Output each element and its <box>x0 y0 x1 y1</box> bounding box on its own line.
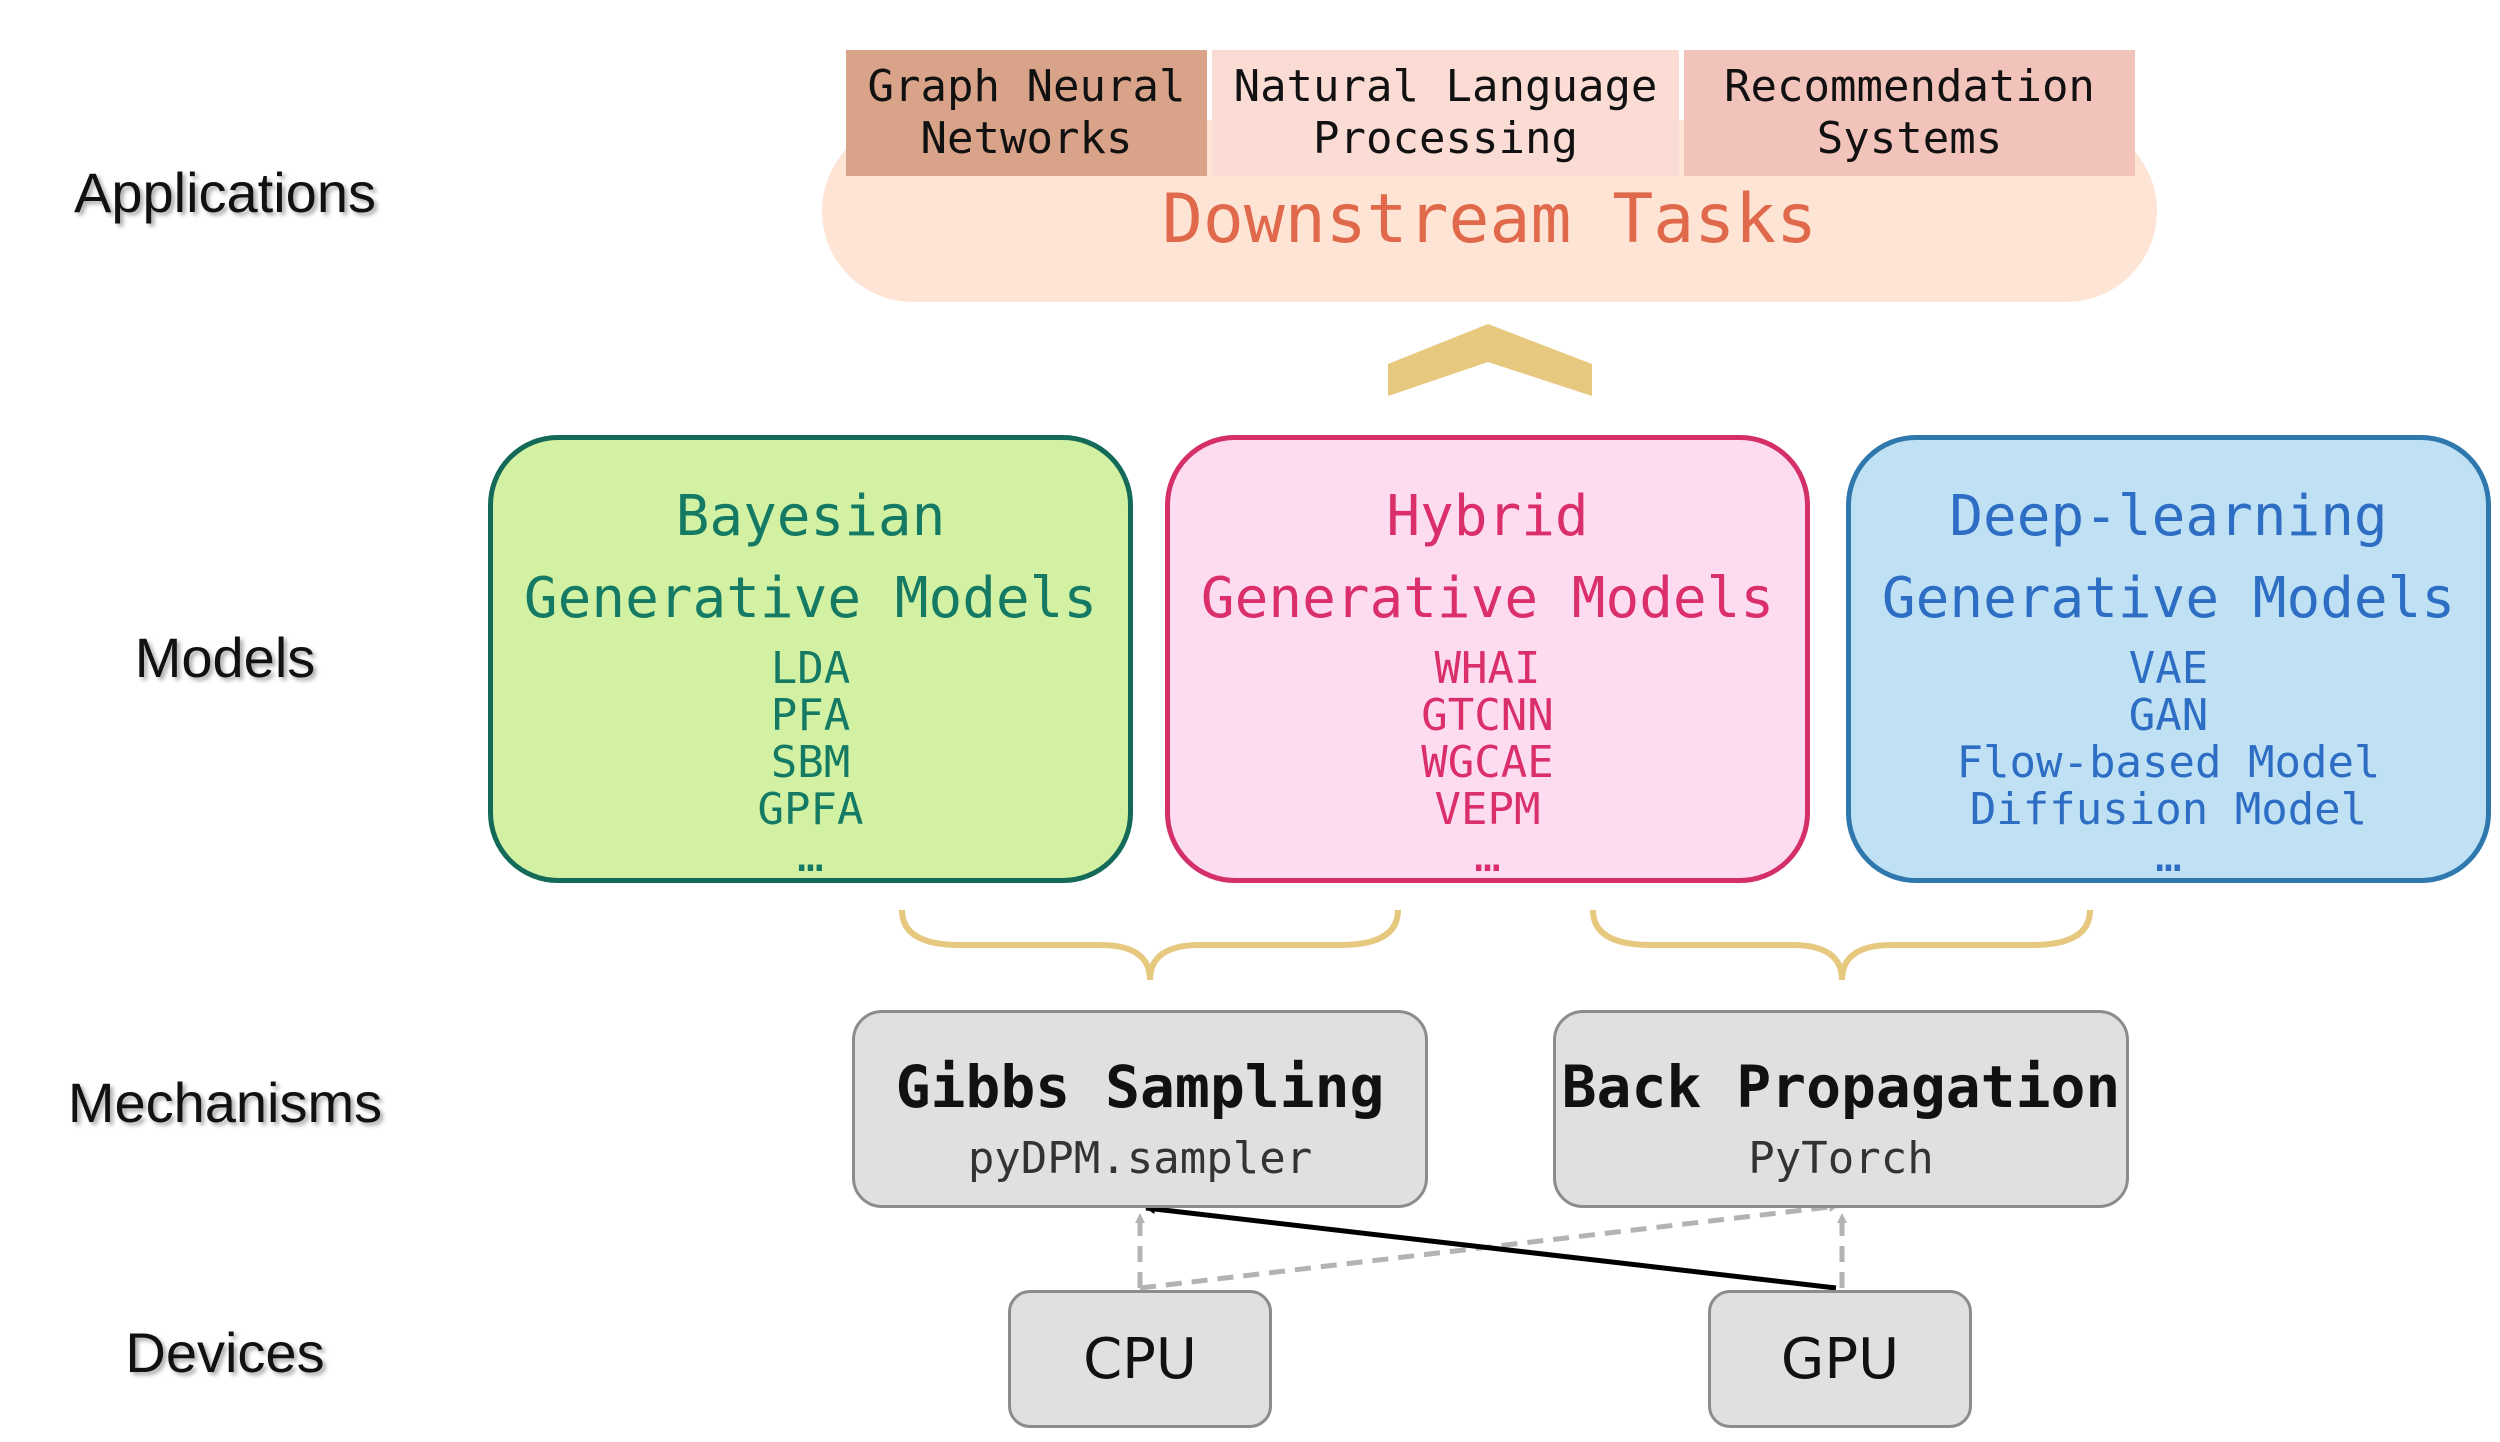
gpu-to-gibbs-solid-arrow <box>1145 1204 1837 1291</box>
layer-label-models: Models <box>134 626 316 689</box>
model-item: WGCAE <box>1421 737 1554 788</box>
model-list: LDA PFA SBM GPFA … <box>493 645 1128 880</box>
model-item: GPFA <box>757 784 864 835</box>
layer-label-mechanisms: Mechanisms <box>67 1071 383 1134</box>
model-list: VAE GAN Flow-based Model Diffusion Model… <box>1851 645 2486 880</box>
model-item: LDA <box>770 643 851 694</box>
model-item: GTCNN <box>1421 690 1554 741</box>
model-item: … <box>2155 831 2182 882</box>
model-title-line2: Generative Models <box>1200 566 1775 631</box>
application-natural-language-processing: Natural Language Processing <box>1212 50 1679 176</box>
model-hybrid-generative: Hybrid Generative Models WHAI GTCNN WGCA… <box>1165 435 1810 883</box>
mechanism-subtitle: PyTorch <box>1748 1133 1934 1184</box>
model-item: Flow-based Model <box>1956 737 2381 788</box>
application-recommendation-systems: Recommendation Systems <box>1684 50 2135 176</box>
model-item: … <box>797 831 824 882</box>
application-graph-neural-networks: Graph Neural Networks <box>846 50 1207 176</box>
model-deep-learning-generative: Deep-learning Generative Models VAE GAN … <box>1846 435 2491 883</box>
model-item: GAN <box>2128 690 2209 741</box>
cpu-to-backprop-dashed-arrow <box>1139 1202 1839 1291</box>
model-title-line1: Hybrid <box>1386 484 1589 549</box>
model-bayesian-generative: Bayesian Generative Models LDA PFA SBM G… <box>488 435 1133 883</box>
model-item: PFA <box>770 690 851 741</box>
model-item: VEPM <box>1434 784 1541 835</box>
upward-chevron-arrow-icon <box>1388 324 1592 396</box>
mechanism-gibbs-sampling: Gibbs Sampling pyDPM.sampler <box>852 1010 1428 1208</box>
model-item: WHAI <box>1434 643 1541 694</box>
mechanism-subtitle: pyDPM.sampler <box>967 1133 1313 1184</box>
model-title-line1: Bayesian <box>675 484 946 549</box>
brace-backprop-icon <box>1590 909 2093 981</box>
model-item: VAE <box>2128 643 2209 694</box>
model-title-line1: Deep-learning <box>1949 484 2388 549</box>
model-title-line2: Generative Models <box>523 566 1098 631</box>
model-item: Diffusion Model <box>1969 784 2368 835</box>
layer-label-devices: Devices <box>125 1321 325 1384</box>
model-title-line2: Generative Models <box>1881 566 2456 631</box>
layer-label-applications: Applications <box>74 161 376 224</box>
model-item: … <box>1474 831 1501 882</box>
model-item: SBM <box>770 737 851 788</box>
downstream-tasks-title: Downstream Tasks <box>1161 180 1818 259</box>
mechanism-title: Gibbs Sampling <box>895 1053 1385 1121</box>
model-list: WHAI GTCNN WGCAE VEPM … <box>1170 645 1805 880</box>
device-cpu: CPU <box>1008 1290 1272 1428</box>
device-gpu: GPU <box>1708 1290 1972 1428</box>
mechanism-back-propagation: Back Propagation PyTorch <box>1553 1010 2129 1208</box>
mechanism-title: Back Propagation <box>1561 1053 2121 1121</box>
brace-gibbs-icon <box>899 909 1401 981</box>
